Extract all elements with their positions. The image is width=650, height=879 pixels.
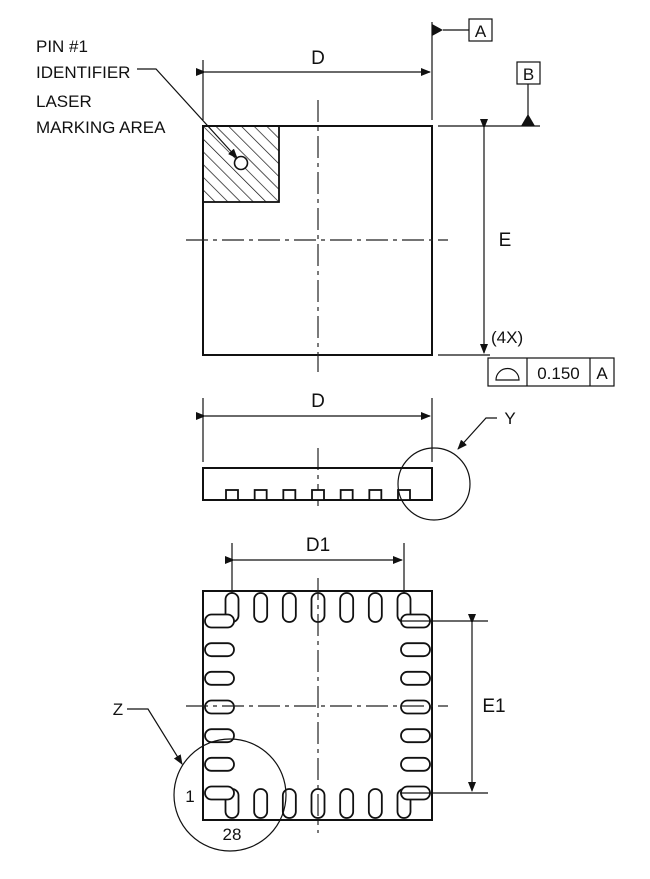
pad-right-column xyxy=(400,756,431,772)
pad-left-column xyxy=(204,756,235,772)
side-pad xyxy=(397,489,411,501)
tolerance-datum-ref: A xyxy=(596,364,608,383)
detail-z-circle xyxy=(173,738,287,852)
laser-label-line1: LASER xyxy=(36,92,92,111)
datum-a-box xyxy=(468,18,493,42)
datum-b-triangle xyxy=(521,114,535,126)
side-pad xyxy=(339,489,354,501)
bottom-pads xyxy=(204,592,431,819)
pad-top-row xyxy=(253,592,269,623)
datum-a-label: A xyxy=(475,22,487,41)
pad-left-column xyxy=(204,785,235,801)
bottom-view: D1 E1 Z 1 28 xyxy=(113,535,506,852)
side-pad xyxy=(253,489,268,501)
pin-1-number: 1 xyxy=(185,787,194,806)
pad-right-column xyxy=(400,699,431,715)
detail-y-label: Y xyxy=(504,409,515,428)
top-view: PIN #1 IDENTIFIER LASER MARKING AREA D A… xyxy=(36,18,615,387)
side-pad xyxy=(225,489,239,501)
pin-28-number: 28 xyxy=(223,825,242,844)
dimension-d1-label: D1 xyxy=(306,535,330,556)
pin1-label-line1: PIN #1 xyxy=(36,37,88,56)
pad-bottom-row xyxy=(339,788,355,819)
pad-top-row xyxy=(339,592,355,623)
detail-y-circle xyxy=(397,447,471,521)
side-pad xyxy=(368,489,383,501)
count-label: (4X) xyxy=(491,328,523,347)
side-pad xyxy=(311,489,325,501)
side-view: D Y xyxy=(196,391,516,521)
pin1-identifier-dot xyxy=(233,155,249,171)
detail-z-leader xyxy=(127,708,183,765)
detail-y-leader xyxy=(457,417,497,450)
pad-top-row xyxy=(281,592,297,623)
laser-label-line2: MARKING AREA xyxy=(36,118,166,137)
tolerance-value: 0.150 xyxy=(537,364,580,383)
datum-a-triangle xyxy=(432,24,443,36)
pad-left-column xyxy=(204,670,235,686)
pad-right-column xyxy=(400,728,431,744)
dimension-d-side-label: D xyxy=(311,391,325,412)
pin1-leader xyxy=(137,68,238,159)
side-pad xyxy=(282,489,297,501)
pad-right-column xyxy=(400,670,431,686)
tolerance-frame xyxy=(487,357,615,387)
side-pads xyxy=(225,489,411,501)
dimension-e1-label: E1 xyxy=(482,696,505,717)
surface-profile-icon xyxy=(495,367,520,381)
pad-left-column xyxy=(204,613,235,629)
dimension-e-label: E xyxy=(499,230,512,251)
pad-left-column xyxy=(204,699,235,715)
pad-right-column xyxy=(400,642,431,658)
pad-top-row xyxy=(367,592,383,623)
pad-left-column xyxy=(204,642,235,658)
dimension-d-top-label: D xyxy=(311,48,325,69)
pin1-label-line2: IDENTIFIER xyxy=(36,63,130,82)
datum-b-label: B xyxy=(523,65,534,84)
pad-bottom-row xyxy=(367,788,383,819)
detail-z-label: Z xyxy=(113,700,123,719)
pad-bottom-row xyxy=(253,788,269,819)
laser-marking-area xyxy=(202,125,280,203)
